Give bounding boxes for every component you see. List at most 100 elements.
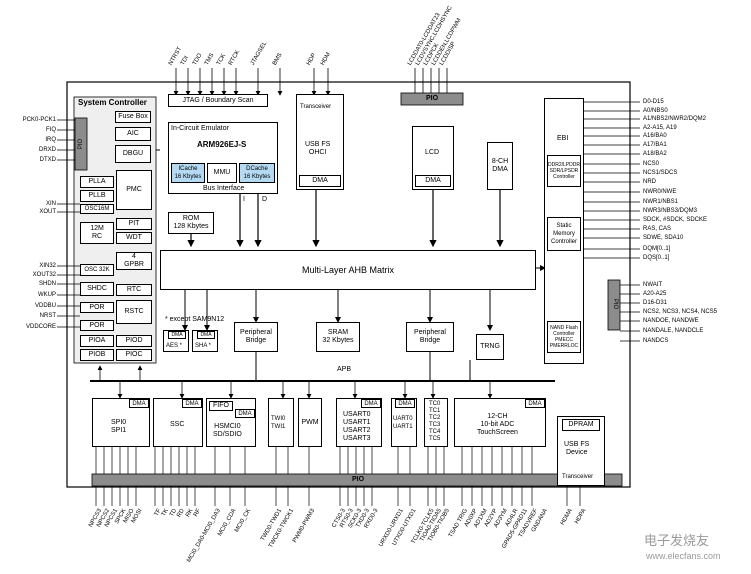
usart-label: USART0 USART1 USART2 USART3 [343,411,371,442]
right-pin-label: D16-D31 [643,300,668,306]
rtc-block: RTC [116,284,152,296]
usart-block: DMA USART0 USART1 USART2 USART3 [336,398,382,447]
ssc-dma-block: DMA [182,399,202,408]
smc-block: Static Memory Controller [547,217,581,251]
watermark-url: www.elecfans.com [646,551,721,561]
lcd-dma-block: DMA [415,175,451,187]
hsmci-block: FIFO DMA HSMCI0 SD/SDIO [206,398,256,447]
left-pin-label: NRST [39,313,56,319]
por1-block: POR [80,302,114,313]
right-pin-label: NCS2, NCS3, NCS4, NCS5 [643,309,718,315]
usb-host-dma-block: DMA [299,175,341,187]
twi-label: TWI0 TWI1 [271,416,286,430]
mmu-block: MMU [207,163,237,183]
left-pin-label: VDDCORE [25,324,56,330]
jtag-block: JTAG / Boundary Scan [168,94,268,107]
plla-block: PLLA [80,176,114,188]
spi-block: DMA SPI0 SPI1 [92,398,150,447]
sha-label: SHA * [195,343,212,349]
right-pin-label: NCS0 [643,161,660,167]
tc-block: TC0 TC1 TC2 TC3 TC4 TC5 [424,398,448,447]
usb-device-transceiver-label: Transceiver [562,474,594,480]
bottom-pio-label: PIO [352,476,365,483]
pit-block: PIT [116,218,152,230]
pwm-block: PWM [298,398,322,447]
hsmci-label: HSMCI0 SD/SDIO [213,423,242,438]
adc-label: 12-CH 10-bit ADC TouchScreen [477,413,518,436]
tc-label: TC0 TC1 TC2 TC3 TC4 TC5 [429,401,441,442]
right-pin-label: NANDALE, NANDCLE [643,328,704,334]
left-pin-label: DTXD [39,157,56,163]
left-pin-label: XIN [45,201,56,207]
usb-device-label: USB FS Device [564,441,590,456]
cpu-block: In-Circuit Emulator ARM926EJ-S ICache 16… [168,122,278,194]
fuse-box-block: Fuse Box [115,111,151,123]
ssc-label: SSC [170,421,185,428]
bus-d-label: D [262,196,268,203]
lcd-block: LCD DMA [412,126,454,190]
right-pin-label: A20-A25 [643,291,667,297]
left-pin-label: XOUT32 [32,272,56,278]
icache-block: ICache 16 Kbytes [171,163,205,183]
sha-block: DMA SHA * [192,330,218,352]
right-pin-label: A16/BA0 [643,133,667,139]
wdt-block: WDT [116,232,152,244]
right-pin-label: NRD [643,179,656,185]
left-pin-label: XIN32 [39,263,56,269]
trng-block: TRNG [476,334,504,360]
spi-label: SPI0 SPI1 [111,419,127,434]
left-pin-label: PCK0-PCK1 [22,117,56,123]
piob-block: PIOB [80,349,114,361]
dpram-block: DPRAM [562,419,600,431]
aes-dma-block: DMA [168,331,186,339]
rstc-block: RSTC [116,300,152,324]
left-pin-label: SHDN [38,281,56,287]
ebi-block: EBI DDR2/LPDDR SDR/LPSDR Controller Stat… [544,98,584,364]
pioa-block: PIOA [80,335,114,347]
uart-block: DMA UART0 UART1 [391,398,417,447]
usb-host-block: Transceiver USB FS OHCI DMA [296,94,344,190]
aes-label: AES * [166,343,183,349]
adc-block: DMA 12-CH 10-bit ADC TouchScreen [454,398,546,447]
pioc-block: PIOC [116,349,152,361]
right-pin-label: NCS1/SDCS [643,170,678,176]
right-pin-label: SDCK, #SDCK, SDCKE [643,217,708,223]
sysctrl-pio-label: PIO [78,138,85,150]
sha-dma-block: DMA [197,331,215,339]
right-pin-label: NANDOE, NANDWE [643,318,699,324]
uart-dma-block: DMA [395,399,415,408]
right-pin-label: A2-A15, A19 [643,125,677,131]
left-pin-label: XOUT [39,209,56,215]
bus-i-label: I [243,196,245,203]
except-note: * except SAM9N12 [165,316,225,323]
usart-dma-block: DMA [361,399,381,408]
aes-block: DMA AES * [163,330,189,352]
osc32k-block: OSC 32K [80,264,114,276]
dcache-block: DCache 16 Kbytes [239,163,275,183]
right-pin-label: DQS[0..1] [643,255,670,261]
nand-controller-block: NAND Flash Controller PMECC PMERRLOC [547,321,581,353]
right-pin-label: DQM[0..1] [643,246,671,252]
fifo-block: FIFO [209,401,233,411]
apb-label: APB [337,366,352,373]
left-pin-label: WKUP [38,292,56,298]
right-pin-label: RAS, CAS [643,226,672,232]
right-pin-label: NWR3/NBS3/DQM3 [643,208,698,214]
ebi-label: EBI [557,135,569,142]
peripheral-bridge-left: Peripheral Bridge [234,322,278,352]
watermark: 电子发烧友 [644,533,710,548]
right-pin-label: NWR0/NWE [643,189,677,195]
top-pio-label: PIO [426,95,439,102]
twi-block: TWI0 TWI1 [268,398,294,447]
gpbr-block: 4 GPBR [116,252,152,270]
right-pin-label: NWR1/NBS1 [643,199,679,205]
usb-host-label: USB FS OHCI [305,141,331,156]
spi-dma-block: DMA [129,399,149,408]
lcd-label: LCD [425,149,440,156]
ddr-controller-block: DDR2/LPDDR SDR/LPSDR Controller [547,155,581,187]
aic-block: AIC [115,127,151,141]
dma8-block: 8-CH DMA [487,142,513,190]
pmc-block: PMC [116,170,152,210]
right-pin-label: NANDCS [643,338,669,344]
